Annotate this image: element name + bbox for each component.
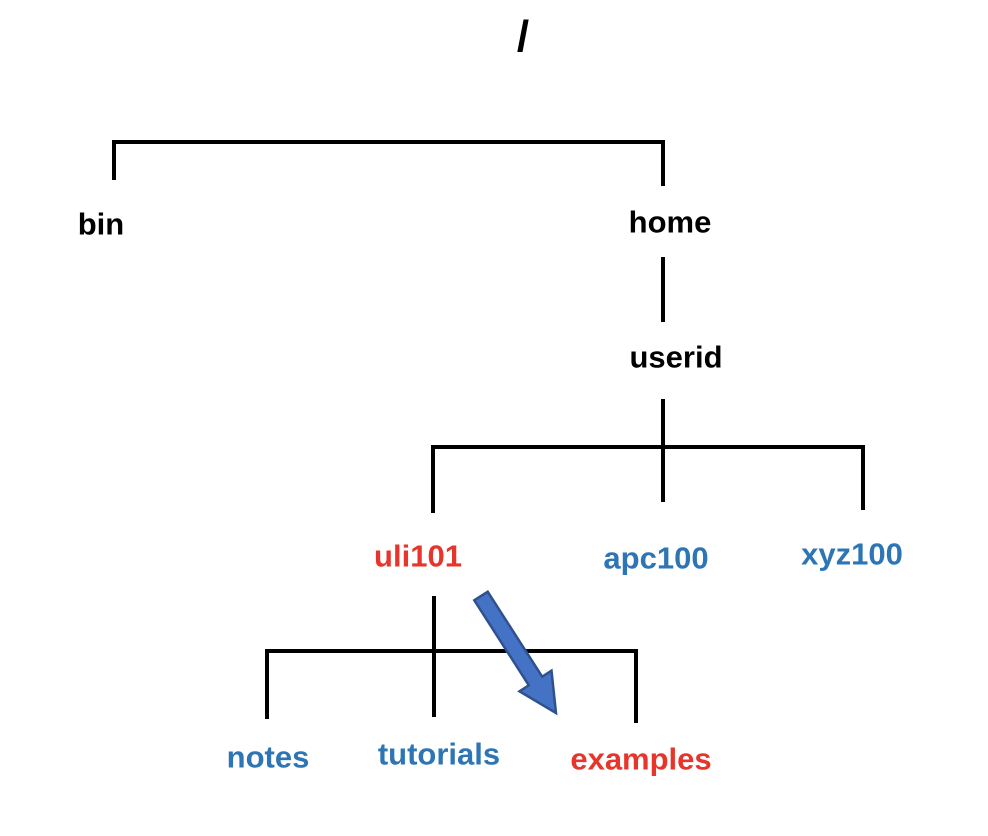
node-xyz100: xyz100 (801, 536, 903, 572)
node-examples: examples (570, 741, 712, 777)
node-apc100: apc100 (603, 540, 709, 576)
node-notes: notes (226, 739, 310, 775)
connector-uli101-children-bracket (265, 649, 638, 723)
connector-userid-children-bracket (431, 445, 865, 513)
node-root: / (516, 12, 530, 61)
node-tutorials: tutorials (377, 736, 501, 772)
node-uli101: uli101 (374, 538, 462, 574)
node-userid: userid (629, 339, 723, 375)
node-home: home (628, 204, 712, 240)
node-bin: bin (77, 206, 125, 242)
connector-root-children-bracket (112, 140, 665, 186)
arrow-uli101-to-examples (472, 589, 558, 716)
